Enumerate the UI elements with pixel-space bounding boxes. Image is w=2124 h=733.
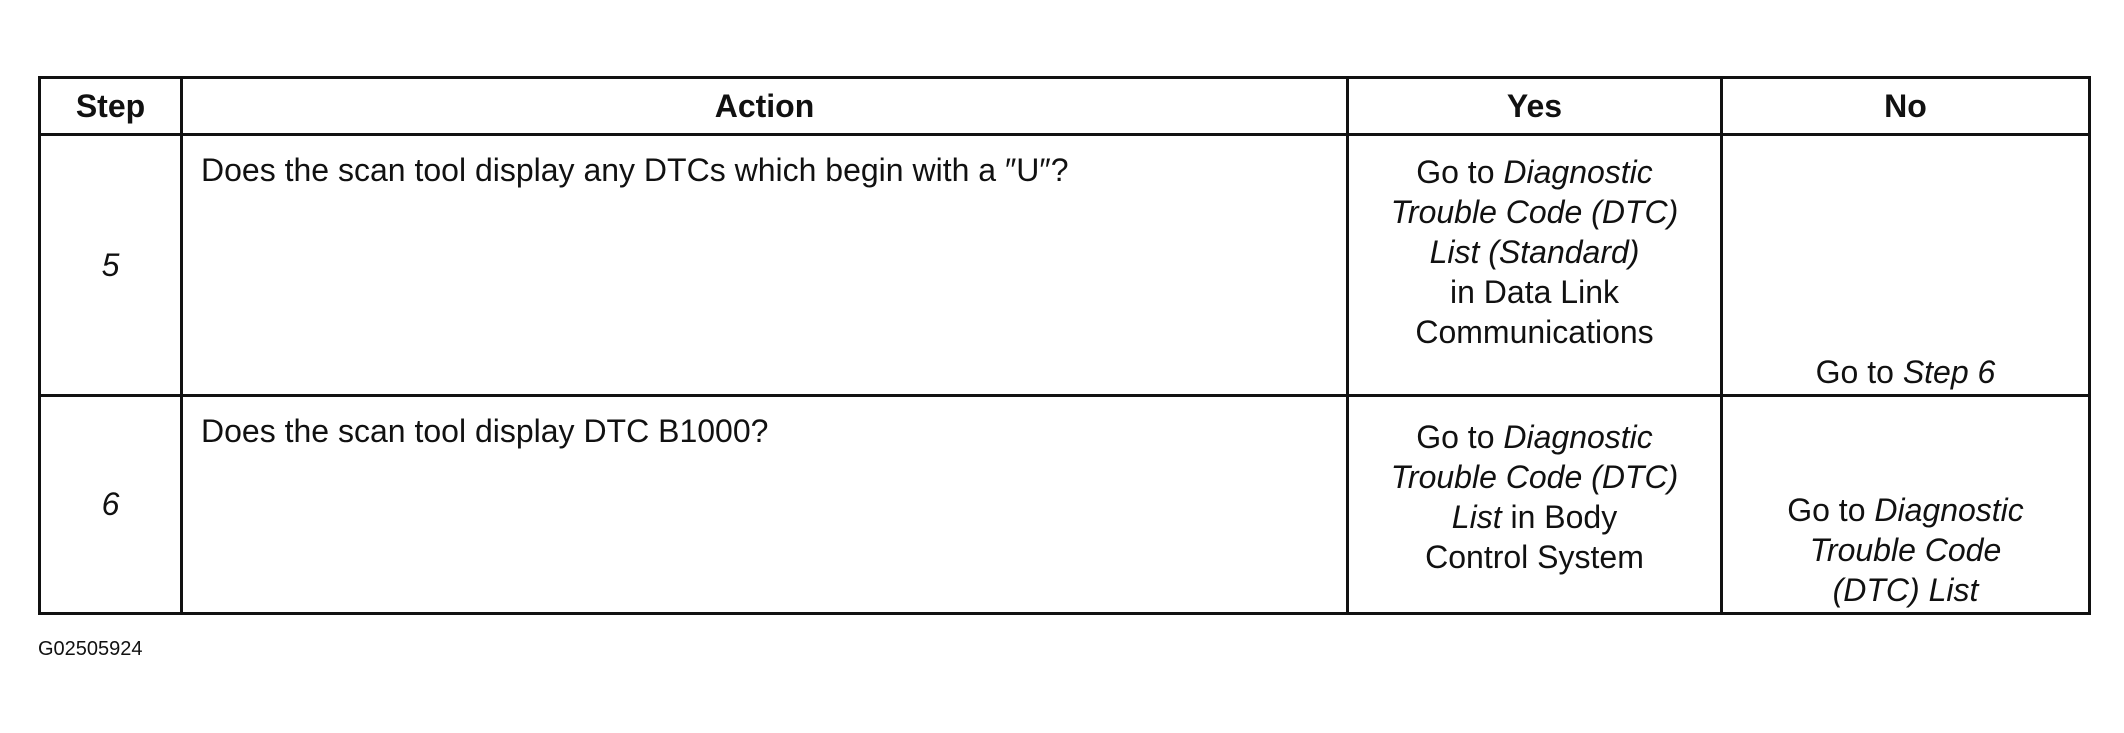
action-question: Does the scan tool display DTC B1000? bbox=[201, 413, 769, 449]
reference-link-trouble-code[interactable]: Trouble Code (DTC) bbox=[1390, 194, 1679, 230]
reference-link-diagnostic[interactable]: Diagnostic bbox=[1874, 492, 2024, 528]
action-question: Does the scan tool display any DTCs whic… bbox=[201, 152, 1069, 188]
yes-cell: Go to Diagnostic Trouble Code (DTC) List… bbox=[1346, 133, 1723, 397]
goto-prefix: Go to bbox=[1416, 154, 1504, 190]
no-cell: Go to Diagnostic Trouble Code (DTC) List bbox=[1720, 394, 2091, 615]
reference-link-dtc-list[interactable]: (DTC) List bbox=[1832, 572, 1979, 608]
section-text: in Body bbox=[1501, 499, 1618, 535]
action-cell: Does the scan tool display DTC B1000? bbox=[180, 394, 1349, 615]
step-number: 5 bbox=[38, 133, 183, 397]
section-text: in Data Link bbox=[1450, 274, 1619, 310]
yes-cell: Go to Diagnostic Trouble Code (DTC) List… bbox=[1346, 394, 1723, 615]
goto-prefix: Go to bbox=[1416, 419, 1504, 455]
header-yes: Yes bbox=[1346, 76, 1723, 136]
diagnostic-table: Step Action Yes No 5 Does the scan tool … bbox=[38, 76, 2091, 615]
yes-instruction: Go to Diagnostic Trouble Code (DTC) List… bbox=[1349, 397, 1720, 577]
figure-id: G02505924 bbox=[38, 638, 143, 660]
reference-link-list[interactable]: List bbox=[1451, 499, 1502, 535]
goto-prefix: Go to bbox=[1815, 354, 1903, 390]
yes-instruction: Go to Diagnostic Trouble Code (DTC) List… bbox=[1349, 136, 1720, 352]
reference-link-step[interactable]: Step 6 bbox=[1902, 354, 1996, 390]
header-no: No bbox=[1720, 76, 2091, 136]
reference-link-diagnostic[interactable]: Diagnostic bbox=[1503, 154, 1653, 190]
reference-link-diagnostic[interactable]: Diagnostic bbox=[1503, 419, 1653, 455]
header-step: Step bbox=[38, 76, 183, 136]
table-row: 6 Does the scan tool display DTC B1000? … bbox=[38, 394, 2091, 615]
table-header-row: Step Action Yes No bbox=[38, 76, 2091, 136]
reference-link-trouble-code[interactable]: Trouble Code bbox=[1809, 532, 2002, 568]
section-text: Control System bbox=[1425, 539, 1644, 575]
no-instruction: Go to Step 6 bbox=[1723, 352, 2088, 392]
goto-prefix: Go to bbox=[1787, 492, 1875, 528]
reference-link-list-standard[interactable]: List (Standard) bbox=[1429, 234, 1640, 270]
table-row: 5 Does the scan tool display any DTCs wh… bbox=[38, 133, 2091, 397]
step-number: 6 bbox=[38, 394, 183, 615]
header-action: Action bbox=[180, 76, 1349, 136]
action-cell: Does the scan tool display any DTCs whic… bbox=[180, 133, 1349, 397]
no-cell: Go to Step 6 bbox=[1720, 133, 2091, 397]
section-text: Communications bbox=[1415, 314, 1654, 350]
no-instruction: Go to Diagnostic Trouble Code (DTC) List bbox=[1723, 490, 2088, 610]
reference-link-trouble-code[interactable]: Trouble Code (DTC) bbox=[1390, 459, 1679, 495]
